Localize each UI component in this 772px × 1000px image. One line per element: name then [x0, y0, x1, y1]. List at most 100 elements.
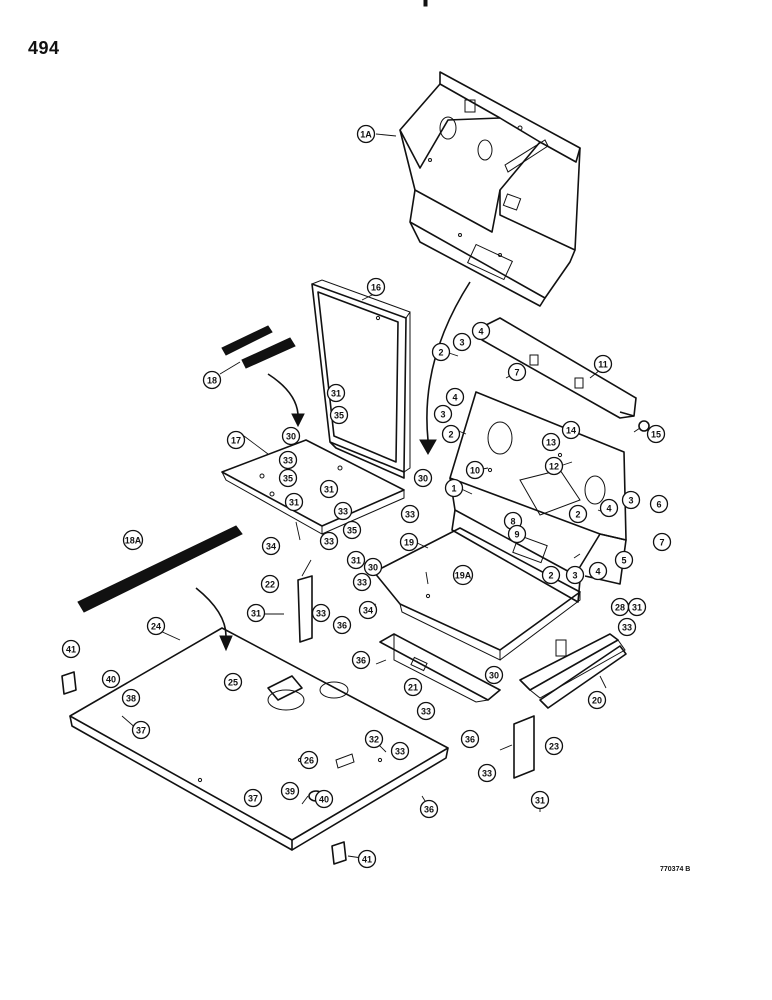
callout-41: 41 — [357, 849, 377, 869]
callout-21: 21 — [403, 677, 423, 697]
callout-30: 30 — [281, 426, 301, 446]
callout-4: 4 — [588, 561, 608, 581]
callout-36: 36 — [460, 729, 480, 749]
callout-19: 19 — [399, 532, 419, 552]
part-21-lower-plate — [379, 633, 501, 703]
callout-label: 2 — [575, 510, 580, 520]
callout-label: 35 — [347, 526, 357, 536]
callout-41: 41 — [61, 639, 81, 659]
callout-5: 5 — [614, 550, 634, 570]
callout-label: 4 — [606, 504, 611, 514]
callout-label: 5 — [621, 556, 626, 566]
callout-label: 33 — [622, 623, 632, 633]
callout-label: 33 — [338, 507, 348, 517]
callout-31: 31 — [284, 492, 304, 512]
callout-label: 1 — [451, 484, 456, 494]
callout-label: 26 — [304, 756, 314, 766]
callout-label: 18A — [125, 536, 142, 546]
callout-label: 16 — [371, 283, 381, 293]
callout-4: 4 — [471, 321, 491, 341]
callout-label: 19A — [455, 571, 472, 581]
callout-16: 16 — [366, 277, 386, 297]
callout-31: 31 — [346, 550, 366, 570]
callout-label: 15 — [651, 430, 661, 440]
callout-33: 33 — [278, 450, 298, 470]
callout-label: 2 — [448, 430, 453, 440]
callout-label: 35 — [283, 474, 293, 484]
callout-label: 30 — [418, 474, 428, 484]
callout-31: 31 — [319, 479, 339, 499]
callout-40: 40 — [101, 669, 121, 689]
callout-label: 4 — [478, 327, 483, 337]
callout-label: 31 — [351, 556, 361, 566]
callout-label: 8 — [510, 517, 515, 527]
callout-33: 33 — [390, 741, 410, 761]
callout-3: 3 — [565, 565, 585, 585]
part-25-cover — [267, 675, 303, 701]
callout-33: 33 — [400, 504, 420, 524]
assembly-arrows — [195, 281, 471, 652]
callout-label: 18 — [207, 376, 217, 386]
callout-3: 3 — [452, 332, 472, 352]
callout-label: 33 — [357, 578, 367, 588]
callout-38: 38 — [121, 688, 141, 708]
callout-23: 23 — [544, 736, 564, 756]
callout-label: 41 — [66, 645, 76, 655]
callout-1a: 1A — [356, 124, 376, 144]
callout-label: 33 — [395, 747, 405, 757]
callout-18: 18 — [202, 370, 222, 390]
callout-label: 39 — [285, 787, 295, 797]
callout-label: 40 — [106, 675, 116, 685]
part-24-floor-pan — [69, 627, 449, 851]
callout-label: 20 — [592, 696, 602, 706]
callout-label: 30 — [286, 432, 296, 442]
callout-label: 22 — [265, 580, 275, 590]
callout-label: 36 — [337, 621, 347, 631]
callout-label: 37 — [248, 794, 258, 804]
callout-label: 3 — [459, 338, 464, 348]
callout-label: 3 — [440, 410, 445, 420]
part-22-angle-bracket — [297, 575, 313, 643]
callout-31: 31 — [627, 597, 647, 617]
callout-label: 33 — [316, 609, 326, 619]
callout-3: 3 — [621, 490, 641, 510]
callout-label: 7 — [659, 538, 664, 548]
callout-34: 34 — [358, 600, 378, 620]
callout-39: 39 — [280, 781, 300, 801]
callout-label: 21 — [408, 683, 418, 693]
part-19-center-plate — [373, 527, 581, 661]
callout-label: 2 — [548, 571, 553, 581]
top-edge-mark — [423, 0, 428, 7]
callout-label: 30 — [368, 563, 378, 573]
part-20-bracket — [539, 639, 627, 709]
callout-30: 30 — [484, 665, 504, 685]
callout-34: 34 — [261, 536, 281, 556]
callout-30: 30 — [413, 468, 433, 488]
callout-1: 1 — [444, 478, 464, 498]
callout-2: 2 — [568, 504, 588, 524]
callout-2: 2 — [441, 424, 461, 444]
callout-33: 33 — [311, 603, 331, 623]
callout-14: 14 — [561, 420, 581, 440]
part-28-rail — [519, 633, 626, 699]
callout-label: 38 — [126, 694, 136, 704]
callout-36: 36 — [332, 615, 352, 635]
part-41-bracket-left — [61, 671, 77, 695]
part-18-pads — [221, 325, 296, 369]
part-16-side-frame — [311, 279, 411, 479]
callout-label: 34 — [266, 542, 276, 552]
callout-33: 33 — [352, 572, 372, 592]
callout-label: 31 — [535, 796, 545, 806]
callout-2: 2 — [431, 342, 451, 362]
callout-24: 24 — [146, 616, 166, 636]
callout-33: 33 — [617, 617, 637, 637]
callout-31: 31 — [326, 383, 346, 403]
callout-label: 32 — [369, 735, 379, 745]
callout-label: 31 — [331, 389, 341, 399]
callout-label: 11 — [598, 360, 608, 370]
callout-label: 3 — [628, 496, 633, 506]
callout-30: 30 — [363, 557, 383, 577]
